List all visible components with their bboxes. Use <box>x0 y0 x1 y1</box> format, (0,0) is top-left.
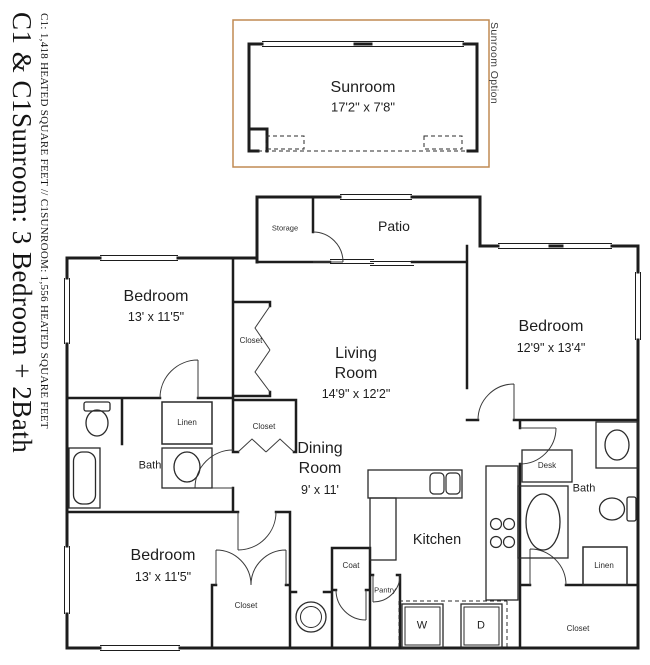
washer-box <box>401 603 444 649</box>
sunroom-label: Sunroom <box>330 79 396 96</box>
living-room-dims: 14'9" x 12'2" <box>321 386 391 401</box>
stove-burners-icon <box>489 517 516 549</box>
patio-label: Patio <box>378 218 410 234</box>
dryer-label: D <box>477 619 485 632</box>
interior-walls <box>65 195 640 650</box>
door-arcs <box>159 231 567 621</box>
dryer-box <box>460 603 503 649</box>
sunroom-dashed-openings <box>258 135 468 152</box>
closet-hall-label: Closet <box>252 422 276 431</box>
sunroom-windows <box>262 41 464 47</box>
bedroom-top-right-label: Bedroom <box>518 318 584 335</box>
window-lines <box>64 194 641 651</box>
vanity-left-sink-icon <box>161 447 213 489</box>
dining-room-label-line1: Dining <box>297 440 343 457</box>
living-room-label-line2: Room <box>334 365 378 382</box>
kitchen-counters <box>367 465 519 601</box>
sunroom-dims: 17'2" x 7'8" <box>330 99 396 115</box>
sunroom-option-label: Sunroom Option <box>488 22 500 105</box>
storage-label: Storage <box>271 223 299 233</box>
linen-right-label: Linen <box>594 561 614 570</box>
toilet-right-icon <box>598 496 637 522</box>
bedroom-top-left-label: Bedroom <box>123 288 189 305</box>
desk-box <box>521 449 573 483</box>
bedroom-bottom-left-label: Bedroom <box>130 547 196 564</box>
bedroom-top-right-dims: 12'9" x 13'4" <box>516 340 586 355</box>
exterior-walls <box>65 195 640 650</box>
kitchen-sink-icon <box>429 472 461 495</box>
toilet-left-icon <box>83 401 111 437</box>
closet-top-left-label: Closet <box>239 336 263 345</box>
page-title: C1 & C1Sunroom: 3 Bedroom + 2Bath <box>7 12 37 454</box>
closet-bottom-right-label: Closet <box>566 624 590 633</box>
tub-left-icon <box>68 447 101 509</box>
living-room-label-line1: Living <box>335 345 377 362</box>
laundry-dashed-outline <box>398 600 508 648</box>
sunroom-outline <box>232 19 490 168</box>
tub-right-icon <box>517 485 569 559</box>
pantry-label: Pantry <box>374 585 396 595</box>
dining-room-label-line2: Room <box>298 460 342 477</box>
linen-right-box <box>582 546 628 586</box>
kitchen-label: Kitchen <box>412 531 462 548</box>
bath-left-label: Bath <box>138 459 162 472</box>
coat-label: Coat <box>342 561 360 570</box>
linen-left-box <box>161 401 213 445</box>
water-heater-icon <box>295 601 327 633</box>
sunroom-walls <box>247 42 479 153</box>
bedroom-bottom-left-dims: 13' x 11'5" <box>134 569 192 584</box>
linen-left-label: Linen <box>177 418 197 427</box>
bedroom-top-left-dims: 13' x 11'5" <box>127 309 185 324</box>
desk-label: Desk <box>537 461 557 470</box>
closet-bottom-left-label: Closet <box>234 601 258 610</box>
vanity-right-sink-icon <box>595 421 639 469</box>
dining-room-dims: 9' x 11' <box>301 482 339 497</box>
page-subtitle: C1: 1,418 HEATED SQUARE FEET // C1SUNROO… <box>38 13 50 429</box>
washer-label: W <box>416 619 428 632</box>
bifold-closet-doors <box>237 305 295 453</box>
bath-right-label: Bath <box>572 482 596 495</box>
